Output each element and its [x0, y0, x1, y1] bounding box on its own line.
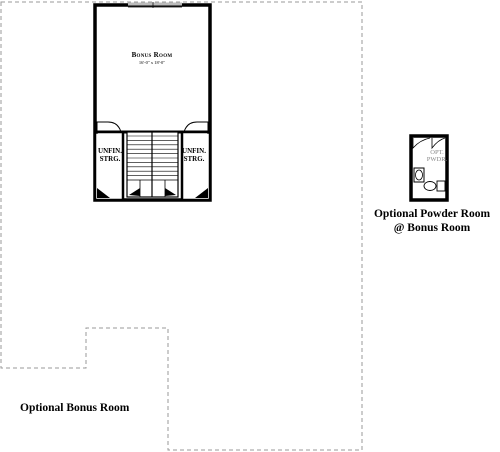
stair [126, 131, 179, 198]
powder-room-label-line1: OPT. [430, 149, 444, 156]
toilet-icon [423, 180, 446, 192]
window-top [128, 2, 182, 8]
caption-powder-room-line2: @ Bonus Room [394, 222, 471, 234]
bonus-room-title: Bonus Room [132, 51, 173, 59]
storage-left-label-line1: UNFIN. [98, 147, 122, 155]
storage-right-label-line1: UNFIN. [182, 147, 206, 155]
powder-room-label-line2: PWDR. [427, 156, 448, 163]
storage-left-label-line2: STRG. [100, 155, 121, 163]
storage-right [180, 121, 212, 202]
bonus-room [93, 2, 212, 202]
storage-left [93, 121, 125, 202]
caption-bonus-room: Optional Bonus Room [20, 402, 130, 414]
sink-icon [413, 167, 425, 183]
floor-outline-dashed [0, 1, 363, 451]
bonus-room-dimensions: 16'-0" x 18'-0" [139, 60, 165, 65]
storage-right-label-line2: STRG. [184, 155, 205, 163]
caption-powder-room-line1: Optional Powder Room [374, 208, 490, 220]
powder-room [409, 134, 449, 202]
